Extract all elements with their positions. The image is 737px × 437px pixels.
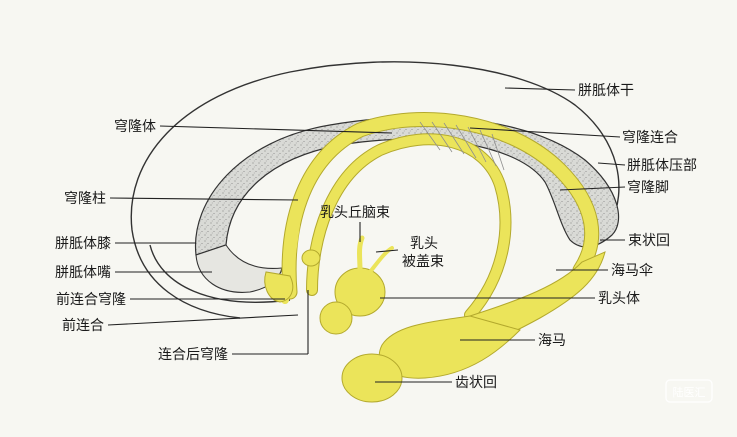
label-dentate-gyrus: 齿状回 xyxy=(455,375,497,391)
watermark: 陆医汇 xyxy=(665,379,713,403)
mammillothalamic-tract xyxy=(357,235,365,273)
precommissural-fornix xyxy=(264,271,294,303)
label-column-of-fornix: 穹隆柱 xyxy=(64,191,106,207)
label-commissure-of-fornix: 穹隆连合 xyxy=(622,130,678,146)
hemisphere-outline xyxy=(130,61,620,319)
rostrum-lower-edge xyxy=(149,244,291,303)
label-splenium: 胼胝体压部 xyxy=(627,158,697,174)
label-precommissural-fornix: 前连合穹隆 xyxy=(56,291,126,308)
label-mammillotegmental-tract: 乳头被盖束 xyxy=(402,236,444,270)
label-crus-of-fornix: 穹隆脚 xyxy=(627,180,669,196)
label-fimbria: 海马伞 xyxy=(611,262,653,279)
label-mammillary-body: 乳头体 xyxy=(598,291,640,307)
label-postcommissural-fornix: 连合后穹隆 xyxy=(158,347,228,363)
label-corpus-callosum-trunk: 胼胝体干 xyxy=(578,83,634,99)
fornix-crus xyxy=(307,134,511,320)
label-fasciolar-gyrus: 束状回 xyxy=(628,233,670,249)
anterior-commissure xyxy=(301,249,321,267)
fornix xyxy=(264,111,606,403)
label-mammillothalamic-tract: 乳头丘脑束 xyxy=(320,205,390,221)
watermark-text: 陆医汇 xyxy=(673,385,706,399)
label-genu: 胼胝体膝 xyxy=(55,236,111,252)
commissure-fibers xyxy=(419,121,505,171)
label-rostrum: 胼胝体嘴 xyxy=(55,265,111,281)
labels: 胼胝体干 穹隆体 穹隆连合 胼胝体压部 穹隆脚 穹隆柱 乳头丘脑束 乳头被盖束 … xyxy=(55,83,697,391)
leader-lines xyxy=(107,87,626,383)
label-fornix-body: 穹隆体 xyxy=(114,119,156,135)
fornix-body xyxy=(282,112,599,299)
mammillotegmental-tract xyxy=(368,246,394,274)
watermark-frame xyxy=(665,379,713,403)
label-hippocampus: 海马 xyxy=(538,333,566,349)
postcommissural-lobe xyxy=(319,301,353,335)
label-anterior-commissure: 前连合 xyxy=(62,317,104,334)
dentate-gyrus xyxy=(341,353,403,403)
